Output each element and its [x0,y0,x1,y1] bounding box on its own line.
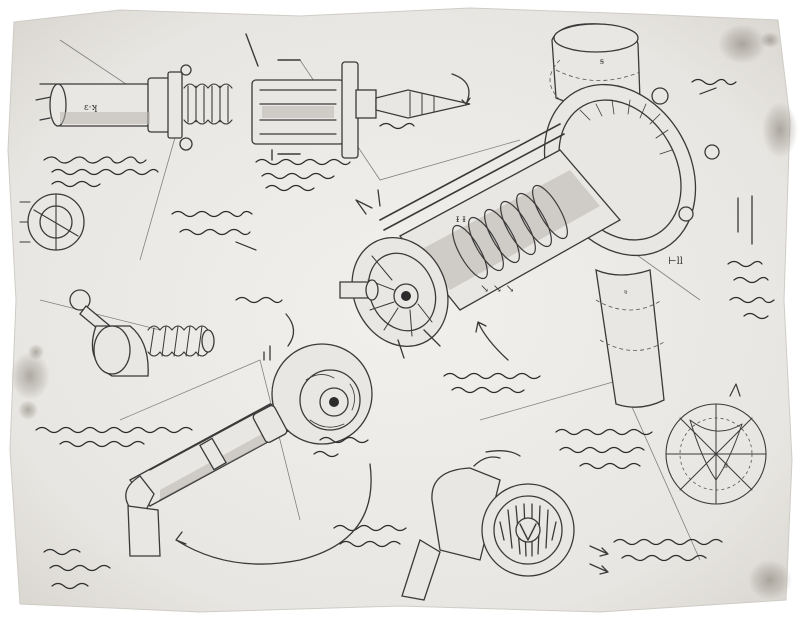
svg-text:ᵻ ᵻ: ᵻ ᵻ [456,214,466,225]
flow-arrows [589,545,609,575]
notes-left-top [43,156,159,188]
svg-text:↘ ↘ ↘: ↘ ↘ ↘ [480,282,515,295]
compass-circle-icon: ᵍ [665,383,767,505]
canister-with-spring-icon: ɛ·ʞ [35,64,233,151]
notes-center [443,321,541,394]
vented-drum-icon [401,450,575,601]
notes-left-mid [171,210,257,251]
turbine-pump-icon [252,343,373,445]
spear-nozzle-icon [245,33,471,161]
curved-arrow [175,463,372,565]
notes-spear [255,158,351,192]
svg-text:⊢ll: ⊢ll [668,256,683,267]
crank-and-spring-icon [69,289,295,377]
svg-text:ᵑ: ᵑ [624,289,628,299]
svg-text:ᵴ: ᵴ [600,56,604,67]
blaster-main-assembly-icon: ᵴ ᵻ [339,23,720,408]
svg-text:ᵍ: ᵍ [724,462,728,473]
notes-right [691,78,775,320]
notes-left-bottom [35,426,407,590]
gear-ring-icon [19,193,85,251]
svg-text:ɛ·ʞ: ɛ·ʞ [84,103,98,113]
coffee-stains [10,24,798,600]
notes-bottom-right [555,428,723,562]
